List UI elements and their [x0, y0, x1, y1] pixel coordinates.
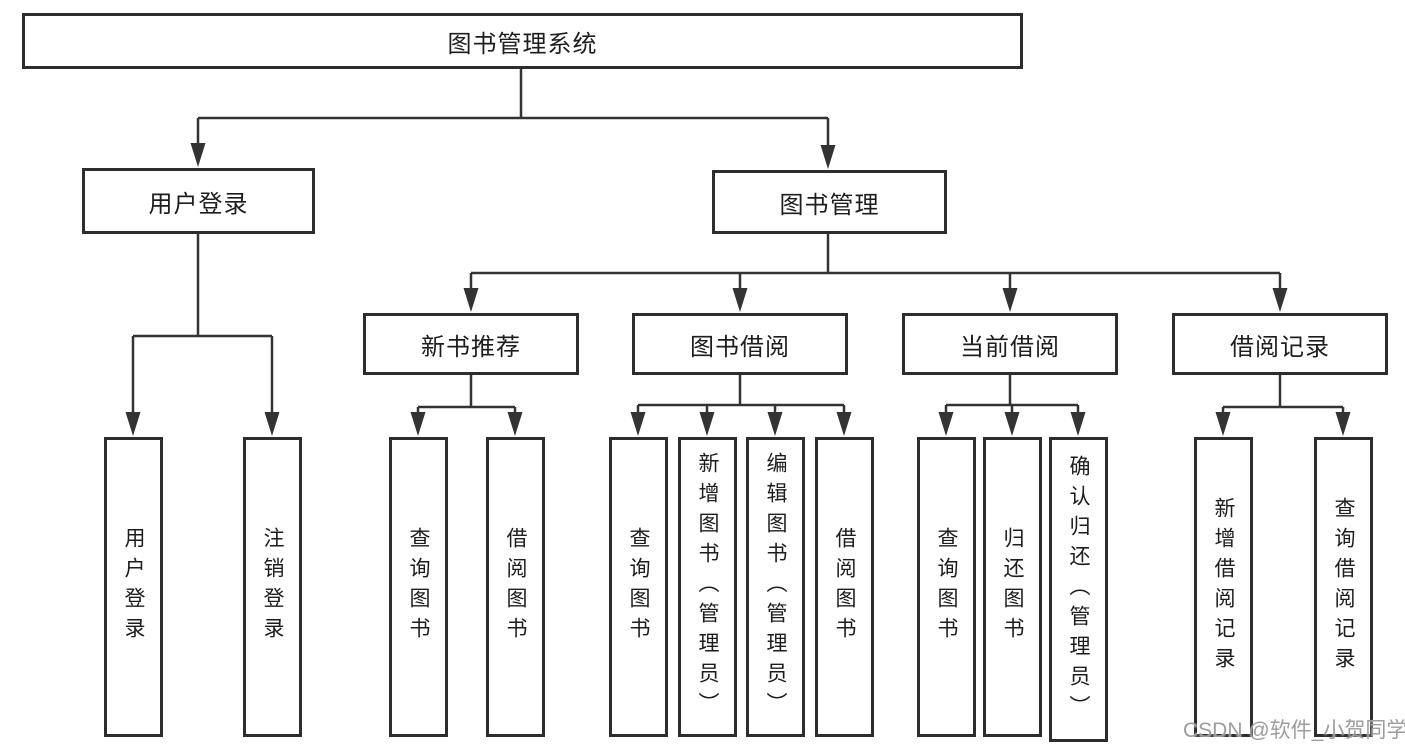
- leaf-borrow-edit-books-admin-label: 编辑图书（管理员）: [764, 452, 788, 722]
- connector-arrowheads-group: [125, 143, 1351, 436]
- node-root-system-label: 图书管理系统: [447, 30, 598, 58]
- node-new-book-recommend: 新书推荐: [363, 313, 579, 375]
- leaf-user-login-label: 用户登录: [122, 527, 146, 647]
- leaf-borrow-edit-books-admin: 编辑图书（管理员）: [746, 437, 805, 737]
- leaf-current-confirm-return-admin-label: 确认归还（管理员）: [1067, 454, 1091, 725]
- leaf-records-add-record-label: 新增借阅记录: [1212, 497, 1236, 677]
- leaf-records-query-record-label: 查询借阅记录: [1332, 497, 1356, 677]
- leaf-current-return-books-label: 归还图书: [1001, 527, 1025, 647]
- node-book-borrow: 图书借阅: [632, 313, 848, 375]
- leaf-records-query-record: 查询借阅记录: [1314, 437, 1373, 737]
- node-user-login-label: 用户登录: [148, 190, 249, 218]
- leaf-borrow-borrow-books: 借阅图书: [815, 437, 874, 737]
- node-book-management-label: 图书管理: [779, 191, 880, 219]
- leaf-logout-label: 注销登录: [261, 527, 285, 647]
- leaf-recommend-query-books: 查询图书: [389, 437, 448, 737]
- leaf-borrow-borrow-books-label: 借阅图书: [833, 527, 857, 647]
- leaf-current-query-books-label: 查询图书: [935, 527, 959, 647]
- connector-lines-group: [131, 68, 1345, 416]
- leaf-current-confirm-return-admin: 确认归还（管理员）: [1049, 437, 1108, 742]
- leaf-records-add-record: 新增借阅记录: [1194, 437, 1253, 737]
- leaf-recommend-query-books-label: 查询图书: [407, 527, 431, 647]
- csdn-watermark: CSDN @软件_小贺同学: [1183, 719, 1405, 742]
- node-borrow-records-label: 借阅记录: [1230, 333, 1330, 361]
- leaf-borrow-query-books-label: 查询图书: [627, 527, 651, 647]
- node-root-system: 图书管理系统: [22, 13, 1023, 69]
- leaf-borrow-add-books-admin: 新增图书（管理员）: [678, 437, 737, 737]
- leaf-logout: 注销登录: [243, 437, 302, 737]
- leaf-borrow-query-books: 查询图书: [609, 437, 668, 737]
- node-borrow-records: 借阅记录: [1172, 313, 1388, 375]
- leaf-recommend-borrow-books-label: 借阅图书: [504, 527, 528, 647]
- leaf-recommend-borrow-books: 借阅图书: [486, 437, 545, 737]
- leaf-borrow-add-books-admin-label: 新增图书（管理员）: [696, 452, 720, 722]
- leaf-user-login: 用户登录: [104, 437, 163, 737]
- node-book-borrow-label: 图书借阅: [690, 333, 790, 361]
- node-book-management: 图书管理: [712, 170, 947, 234]
- leaf-current-return-books: 归还图书: [983, 437, 1042, 737]
- node-user-login: 用户登录: [82, 168, 315, 234]
- leaf-current-query-books: 查询图书: [917, 437, 976, 737]
- node-current-borrow-label: 当前借阅: [960, 333, 1060, 361]
- node-new-book-recommend-label: 新书推荐: [421, 333, 521, 361]
- node-current-borrow: 当前借阅: [902, 313, 1118, 375]
